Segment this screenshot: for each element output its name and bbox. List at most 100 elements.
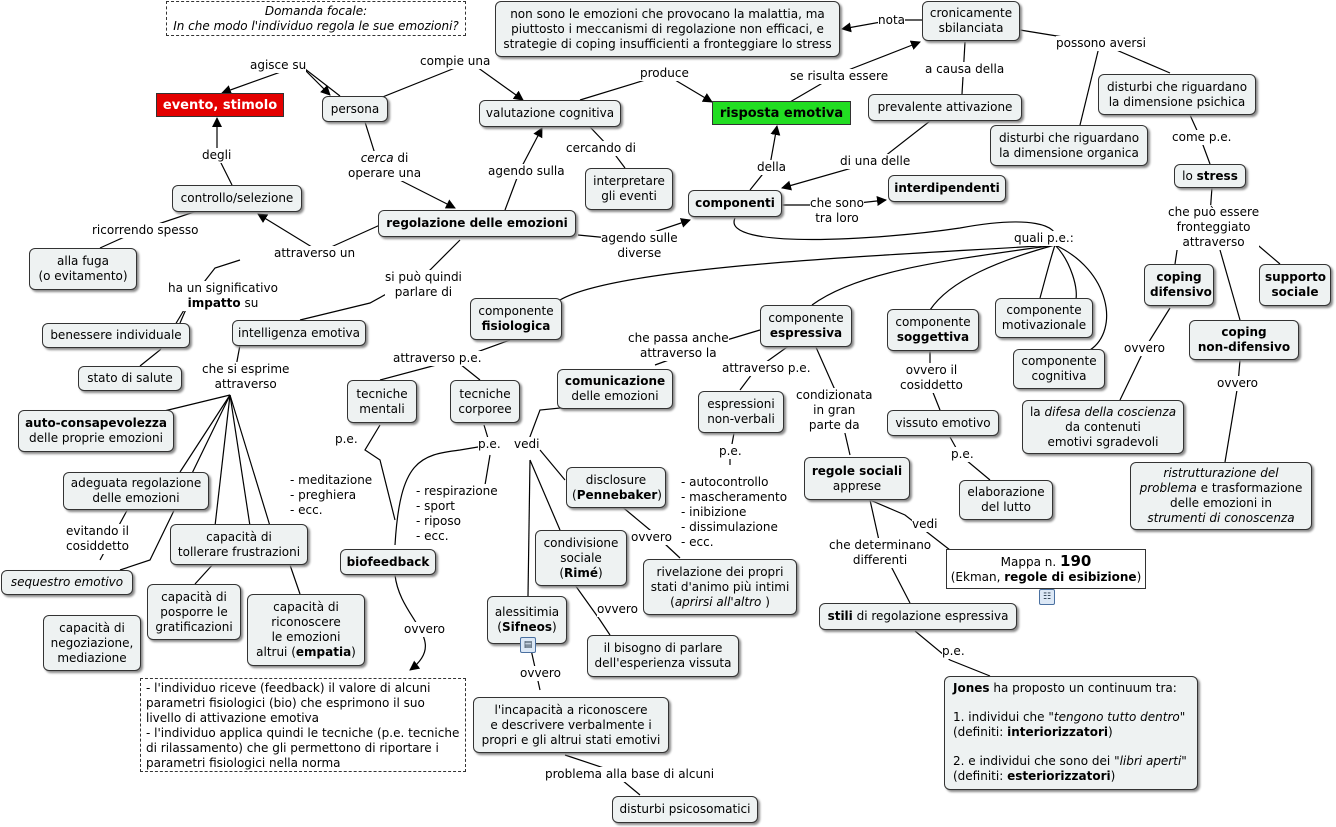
node-tecniche-corporee[interactable]: tecniche corporee bbox=[450, 380, 520, 423]
list-mentali: - meditazione- preghiera- ecc. bbox=[290, 473, 373, 518]
node-componente-fisiologica[interactable]: componente fisiologica bbox=[470, 298, 562, 340]
node-regolazione-emozioni[interactable]: regolazione delle emozioni bbox=[378, 210, 576, 237]
focal-question: In che modo l'individuo regola le sue em… bbox=[173, 18, 459, 33]
node-cronicamente-sbilanciata[interactable]: cronicamente sbilanciata bbox=[922, 1, 1020, 41]
node-alessitimia[interactable]: alessitimia (Sifneos) bbox=[487, 596, 567, 644]
label-della: della bbox=[757, 160, 787, 175]
node-condivisione-sociale[interactable]: condivisione sociale (Rimé) bbox=[535, 530, 627, 586]
node-auto-consapevolezza[interactable]: auto-consapevolezza delle proprie emozio… bbox=[18, 410, 174, 452]
label-possono-aversi: possono aversi bbox=[1056, 36, 1146, 51]
node-difesa-coscienza[interactable]: la difesa della coscienza da contenuti e… bbox=[1022, 400, 1184, 454]
node-empatia[interactable]: capacità di riconoscere le emozioni altr… bbox=[247, 594, 365, 666]
node-persona[interactable]: persona bbox=[322, 96, 388, 122]
node-tecniche-mentali[interactable]: tecniche mentali bbox=[347, 380, 417, 423]
label-produce: produce bbox=[640, 66, 689, 81]
list-corporee: - respirazione- sport- riposo- ecc. bbox=[416, 484, 498, 544]
node-componente-espressiva[interactable]: componente espressiva bbox=[760, 305, 852, 347]
label-ricorrendo-spesso: ricorrendo spesso bbox=[92, 223, 199, 238]
label-problema-alla-base: problema alla base di alcuni bbox=[545, 767, 715, 782]
node-vissuto-emotivo[interactable]: vissuto emotivo bbox=[887, 410, 999, 436]
label-ovvero-bio: ovvero bbox=[404, 622, 445, 637]
label-ovvero-disclosure: ovvero bbox=[631, 530, 672, 545]
node-bisogno-di-parlare[interactable]: il bisogno di parlare dell'esperienza vi… bbox=[587, 635, 739, 677]
node-valutazione-cognitiva[interactable]: valutazione cognitiva bbox=[479, 100, 621, 127]
node-biofeedback[interactable]: biofeedback bbox=[340, 549, 436, 575]
list-espressioni: - autocontrollo- mascheramento- inibizio… bbox=[681, 475, 788, 550]
label-agisce-su: agisce su bbox=[250, 58, 307, 73]
label-pe-vissuto: p.e. bbox=[951, 447, 974, 462]
node-stili-regolazione[interactable]: stili di regolazione espressiva bbox=[819, 603, 1017, 630]
label-pe-mentali: p.e. bbox=[335, 432, 358, 447]
node-disturbi-organica[interactable]: disturbi che riguardano la dimensione or… bbox=[990, 125, 1148, 166]
node-nota-box[interactable]: non sono le emozioni che provocano la ma… bbox=[495, 1, 840, 57]
label-cercando-di: cercando di bbox=[566, 141, 636, 156]
node-sequestro-emotivo[interactable]: sequestro emotivo bbox=[1, 570, 133, 595]
node-controllo-selezione[interactable]: controllo/selezione bbox=[172, 185, 302, 212]
node-disturbi-psicosomatici[interactable]: disturbi psicosomatici bbox=[612, 796, 758, 823]
node-negoziazione[interactable]: capacità di negoziazione, mediazione bbox=[43, 615, 141, 671]
label-ovvero-condivisione: ovvero bbox=[597, 602, 638, 617]
node-coping-non-difensivo[interactable]: coping non-difensivo bbox=[1189, 320, 1299, 360]
label-attraverso-pe: attraverso p.e. bbox=[393, 351, 482, 366]
node-comunicazione-emozioni[interactable]: comunicazione delle emozioni bbox=[557, 369, 673, 409]
node-stato-di-salute[interactable]: stato di salute bbox=[78, 366, 182, 391]
node-componenti[interactable]: componenti bbox=[688, 190, 782, 217]
node-componente-motivazionale[interactable]: componente motivazionale bbox=[995, 298, 1093, 338]
label-a-causa-della: a causa della bbox=[925, 62, 1005, 77]
node-supporto-sociale[interactable]: supporto sociale bbox=[1259, 264, 1331, 306]
label-compie-una: compie una bbox=[420, 54, 491, 69]
label-degli: degli bbox=[202, 148, 232, 163]
node-interpretare-eventi[interactable]: interpretare gli eventi bbox=[585, 168, 673, 210]
node-rivelazione[interactable]: rivelazione dei propri stati d'animo più… bbox=[643, 559, 797, 615]
node-alla-fuga[interactable]: alla fuga (o evitamento) bbox=[29, 248, 137, 290]
label-pe-corporee: p.e. bbox=[478, 437, 501, 452]
label-attraverso-pe-espressiva: attraverso p.e. bbox=[722, 361, 811, 376]
focal-title: Domanda focale: bbox=[264, 3, 368, 18]
node-lo-stress[interactable]: lo stress bbox=[1174, 164, 1246, 188]
label-ovvero-nondifensivo: ovvero bbox=[1217, 376, 1258, 391]
node-componente-cognitiva[interactable]: componente cognitiva bbox=[1013, 349, 1105, 389]
label-pe-stili: p.e. bbox=[942, 644, 965, 659]
node-incapacita[interactable]: l'incapacità a riconoscere e descrivere … bbox=[473, 697, 669, 753]
node-espressioni-non-verbali[interactable]: espressioni non-verbali bbox=[698, 391, 784, 433]
label-vedi-comunicazione: vedi bbox=[514, 437, 540, 452]
node-componente-soggettiva[interactable]: componente soggettiva bbox=[887, 309, 979, 351]
node-jones[interactable]: Jones ha proposto un continuum tra: 1. i… bbox=[944, 676, 1198, 790]
label-se-risulta: se risulta essere bbox=[790, 69, 889, 84]
node-regole-sociali[interactable]: regole sociali apprese bbox=[804, 457, 910, 500]
node-disclosure[interactable]: disclosure (Pennebaker) bbox=[566, 467, 666, 508]
node-evento-stimolo[interactable]: evento, stimolo bbox=[156, 93, 284, 117]
label-nota: nota bbox=[878, 13, 906, 28]
label-agendo-sulla: agendo sulla bbox=[488, 164, 565, 179]
node-risposta-emotiva[interactable]: risposta emotiva bbox=[712, 101, 851, 125]
label-quali-pe: quali p.e.: bbox=[1014, 231, 1074, 246]
node-posporre-gratificazioni[interactable]: capacità di posporre le gratificazioni bbox=[147, 584, 241, 640]
node-mappa-190[interactable]: Mappa n. 190 (Ekman, regole di esibizion… bbox=[946, 549, 1146, 589]
label-vedi-regole: vedi bbox=[912, 517, 938, 532]
label-attraverso-un: attraverso un bbox=[274, 246, 356, 261]
node-tollerare-frustrazioni[interactable]: capacità di tollerare frustrazioni bbox=[170, 524, 308, 565]
label-pe-espressioni: p.e. bbox=[719, 444, 742, 459]
map-link-icon[interactable]: ☷ bbox=[1039, 589, 1055, 605]
node-disturbi-psichica[interactable]: disturbi che riguardano la dimensione ps… bbox=[1098, 74, 1256, 115]
node-intelligenza-emotiva[interactable]: intelligenza emotiva bbox=[232, 320, 366, 346]
focal-question-box: Domanda focale: In che modo l'individuo … bbox=[166, 1, 466, 36]
node-interdipendenti[interactable]: interdipendenti bbox=[888, 175, 1006, 202]
node-prevalente-attivazione[interactable]: prevalente attivazione bbox=[868, 94, 1022, 121]
node-elaborazione-lutto[interactable]: elaborazione del lutto bbox=[959, 480, 1053, 520]
node-adeguata-regolazione[interactable]: adeguata regolazione delle emozioni bbox=[63, 472, 209, 510]
note-icon[interactable]: ▤ bbox=[520, 637, 536, 653]
node-benessere-individuale[interactable]: benessere individuale bbox=[42, 323, 190, 348]
node-ristrutturazione[interactable]: ristrutturazione del problema e trasform… bbox=[1130, 462, 1312, 530]
node-coping-difensivo[interactable]: coping difensivo bbox=[1144, 264, 1214, 306]
label-ovvero-alessitimia: ovvero bbox=[520, 666, 561, 681]
